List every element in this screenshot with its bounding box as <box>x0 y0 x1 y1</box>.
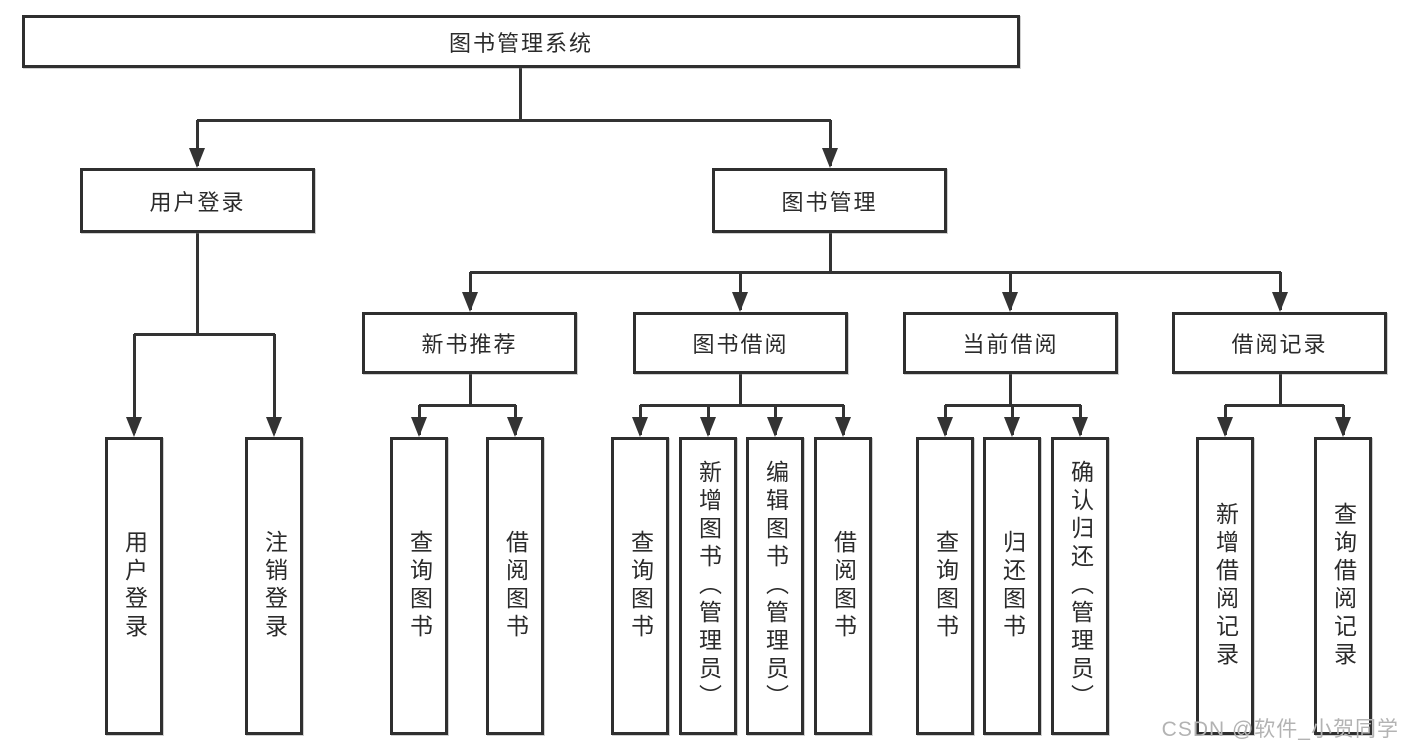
connector-line <box>1225 403 1344 407</box>
arrowhead-down-icon <box>1072 417 1088 437</box>
connector-line <box>640 403 844 407</box>
arrowhead-down-icon <box>822 148 838 168</box>
connector-line <box>419 403 516 407</box>
arrowhead-down-icon <box>462 292 478 312</box>
arrowhead-down-icon <box>632 417 648 437</box>
arrowhead-down-icon <box>835 417 851 437</box>
arrowhead-down-icon <box>1272 292 1288 312</box>
node-logout-label: 注销登录 <box>261 530 288 642</box>
node-query-books-current-label: 查询图书 <box>932 530 959 642</box>
node-borrow-books-recommend: 借阅图书 <box>486 437 544 735</box>
connector-line <box>1278 272 1282 310</box>
node-user-login-label: 用户登录 <box>121 530 148 642</box>
node-query-borrow-record: 查询借阅记录 <box>1314 437 1372 735</box>
arrowhead-down-icon <box>411 417 427 437</box>
node-return-books: 归还图书 <box>983 437 1041 735</box>
node-query-books-recommend: 查询图书 <box>390 437 448 735</box>
node-book-management: 图书管理 <box>712 168 947 233</box>
node-edit-books-admin: 编辑图书（管理员） <box>746 437 804 735</box>
node-edit-books-admin-label: 编辑图书（管理员） <box>762 460 789 712</box>
arrowhead-down-icon <box>937 417 953 437</box>
node-book-management-label: 图书管理 <box>781 189 878 215</box>
node-add-borrow-record-label: 新增借阅记录 <box>1212 502 1239 670</box>
node-borrowing-records: 借阅记录 <box>1172 312 1387 374</box>
connector-line <box>518 68 522 120</box>
node-confirm-return-admin-label: 确认归还（管理员） <box>1067 460 1094 712</box>
node-book-borrowing-label: 图书借阅 <box>692 332 789 357</box>
connector-line <box>470 270 1281 274</box>
arrowhead-down-icon <box>767 417 783 437</box>
connector-line <box>1278 374 1282 407</box>
arrowhead-down-icon <box>189 148 205 168</box>
connector-line <box>195 120 199 166</box>
node-query-books-recommend-label: 查询图书 <box>406 530 433 642</box>
node-add-books-admin-label: 新增图书（管理员） <box>695 460 722 712</box>
node-query-books-current: 查询图书 <box>916 437 974 735</box>
node-user-login-group-label: 用户登录 <box>149 189 246 215</box>
connector-line <box>1008 272 1012 310</box>
arrowhead-down-icon <box>732 292 748 312</box>
node-confirm-return-admin: 确认归还（管理员） <box>1051 437 1109 735</box>
node-borrow-books-borrowing-label: 借阅图书 <box>830 530 857 642</box>
node-root: 图书管理系统 <box>22 15 1020 68</box>
connector-line <box>134 332 275 336</box>
node-borrowing-records-label: 借阅记录 <box>1231 332 1328 357</box>
connector-line <box>468 272 472 310</box>
node-query-books-borrowing-label: 查询图书 <box>627 530 654 642</box>
node-query-books-borrowing: 查询图书 <box>611 437 669 735</box>
connector-line <box>132 334 136 433</box>
arrowhead-down-icon <box>507 417 523 437</box>
connector-line <box>738 374 742 407</box>
arrowhead-down-icon <box>1004 417 1020 437</box>
arrowhead-down-icon <box>1217 417 1233 437</box>
csdn-watermark: CSDN @软件_小贺同学 <box>1161 718 1399 741</box>
connector-line <box>1008 374 1012 407</box>
node-book-borrowing: 图书借阅 <box>633 312 848 374</box>
node-logout: 注销登录 <box>245 437 303 735</box>
node-user-login-group: 用户登录 <box>80 168 315 233</box>
node-current-borrowing-label: 当前借阅 <box>962 332 1059 357</box>
connector-line <box>468 374 472 407</box>
connector-line <box>272 334 276 433</box>
node-borrow-books-recommend-label: 借阅图书 <box>502 530 529 642</box>
connector-line <box>828 120 832 166</box>
arrowhead-down-icon <box>266 417 282 437</box>
connector-line <box>195 233 199 335</box>
node-return-books-label: 归还图书 <box>999 530 1026 642</box>
arrowhead-down-icon <box>1002 292 1018 312</box>
node-root-label: 图书管理系统 <box>448 30 593 56</box>
arrowhead-down-icon <box>1335 417 1351 437</box>
connector-line <box>738 272 742 310</box>
connector-line <box>197 118 831 122</box>
node-new-book-recommend: 新书推荐 <box>362 312 577 374</box>
node-current-borrowing: 当前借阅 <box>903 312 1118 374</box>
node-user-login: 用户登录 <box>105 437 163 735</box>
node-borrow-books-borrowing: 借阅图书 <box>814 437 872 735</box>
node-add-books-admin: 新增图书（管理员） <box>679 437 737 735</box>
node-add-borrow-record: 新增借阅记录 <box>1196 437 1254 735</box>
connector-line <box>828 233 832 274</box>
node-new-book-recommend-label: 新书推荐 <box>421 332 518 357</box>
node-query-borrow-record-label: 查询借阅记录 <box>1330 502 1357 670</box>
arrowhead-down-icon <box>700 417 716 437</box>
arrowhead-down-icon <box>126 417 142 437</box>
